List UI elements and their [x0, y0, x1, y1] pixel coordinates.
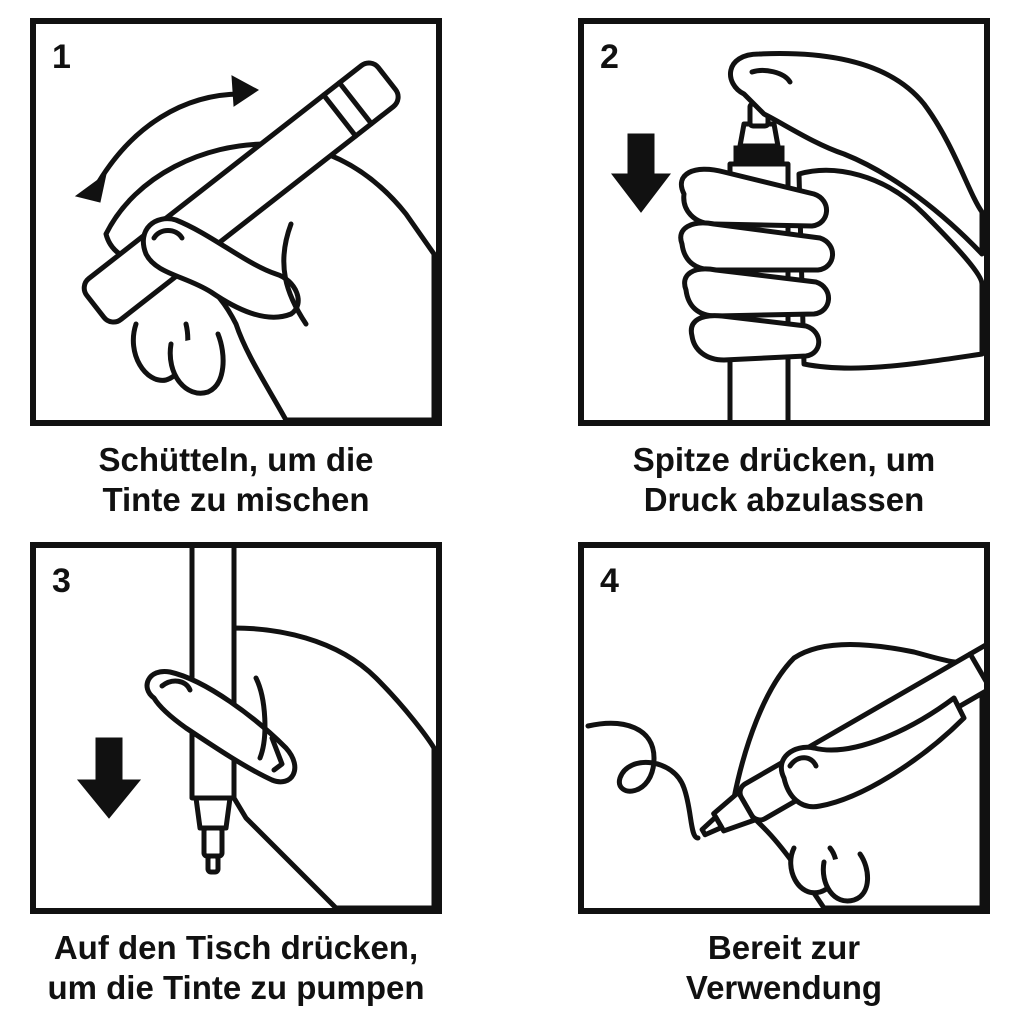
step-2-panel: 2 — [578, 18, 990, 426]
step-number: 4 — [600, 562, 619, 600]
caption-line: Spitze drücken, um — [632, 441, 936, 478]
step-4-caption: Bereit zur Verwendung — [568, 928, 1000, 1008]
step-1-panel: 1 — [30, 18, 442, 426]
caption-line: Tinte zu mischen — [102, 481, 370, 518]
caption-line: um die Tinte zu pumpen — [47, 969, 425, 1006]
caption-line: Schütteln, um die — [98, 441, 374, 478]
caption-line: Bereit zur — [707, 929, 861, 966]
step-4-panel: 4 — [578, 542, 990, 914]
step-number: 3 — [52, 562, 71, 600]
hand-shaking-marker-icon — [74, 60, 436, 420]
step-1-caption: Schütteln, um die Tinte zu mischen — [20, 440, 452, 520]
caption-line: Auf den Tisch drücken, — [53, 929, 419, 966]
hand-pressing-tip-icon — [610, 51, 984, 420]
caption-line: Druck abzulassen — [643, 481, 925, 518]
caption-line: Verwendung — [685, 969, 883, 1006]
hand-writing-icon — [585, 640, 984, 908]
step-number: 1 — [52, 38, 71, 76]
step-2-caption: Spitze drücken, um Druck abzulassen — [568, 440, 1000, 520]
step-3-caption: Auf den Tisch drücken, um die Tinte zu p… — [20, 928, 452, 1008]
hand-pumping-marker-icon — [76, 548, 436, 908]
step-3-panel: 3 — [30, 542, 442, 914]
step-number: 2 — [600, 38, 619, 76]
